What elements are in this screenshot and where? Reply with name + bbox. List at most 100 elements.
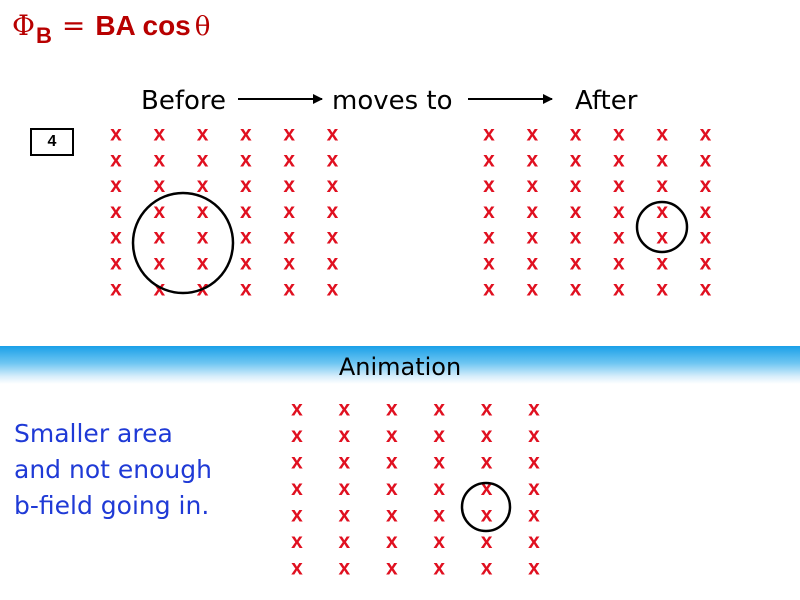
caption-text: Smaller area and not enough b-field goin… xyxy=(14,416,264,524)
field-x-mark: x xyxy=(700,174,712,197)
field-x-mark: x xyxy=(700,148,712,171)
field-x-mark: x xyxy=(327,174,339,197)
field-x-mark: x xyxy=(386,451,398,474)
field-x-mark: x xyxy=(386,398,398,421)
field-x-mark: x xyxy=(613,148,625,171)
field-x-mark: x xyxy=(613,123,625,146)
field-x-mark: x xyxy=(386,504,398,527)
field-x-mark: x xyxy=(433,530,445,553)
field-x-mark: x xyxy=(700,277,712,300)
field-x-mark: x xyxy=(283,226,295,249)
field-x-mark: x xyxy=(433,398,445,421)
field-x-mark: x xyxy=(110,252,122,275)
field-x-mark: x xyxy=(339,451,351,474)
field-x-mark: x xyxy=(613,252,625,275)
field-x-mark: x xyxy=(570,123,582,146)
field-x-mark: x xyxy=(528,451,540,474)
field-x-mark: x xyxy=(153,174,165,197)
field-x-mark: x xyxy=(327,123,339,146)
small-loop-animation xyxy=(460,481,512,533)
field-x-mark: x xyxy=(526,200,538,223)
field-x-mark: x xyxy=(283,148,295,171)
field-x-mark: x xyxy=(526,174,538,197)
field-x-mark: x xyxy=(240,277,252,300)
field-x-mark: x xyxy=(526,277,538,300)
field-x-mark: x xyxy=(291,477,303,500)
field-x-mark: x xyxy=(481,477,493,500)
field-x-mark: x xyxy=(483,174,495,197)
field-x-mark: x xyxy=(526,226,538,249)
field-x-mark: x xyxy=(283,123,295,146)
field-x-mark: x xyxy=(386,477,398,500)
field-x-mark: x xyxy=(433,477,445,500)
field-x-mark: x xyxy=(153,200,165,223)
field-x-mark: x xyxy=(386,530,398,553)
field-x-mark: x xyxy=(291,451,303,474)
field-x-mark: x xyxy=(386,557,398,580)
field-x-mark: x xyxy=(110,123,122,146)
field-x-mark: x xyxy=(339,557,351,580)
field-x-mark: x xyxy=(700,226,712,249)
field-x-mark: x xyxy=(327,277,339,300)
field-x-mark: x xyxy=(570,226,582,249)
field-x-mark: x xyxy=(528,530,540,553)
field-x-mark: x xyxy=(700,252,712,275)
field-x-mark: x xyxy=(481,557,493,580)
field-x-mark: x xyxy=(526,148,538,171)
field-x-mark: x xyxy=(483,226,495,249)
field-x-mark: x xyxy=(656,277,668,300)
field-x-mark: x xyxy=(481,451,493,474)
field-x-mark: x xyxy=(483,123,495,146)
field-x-mark: x xyxy=(339,398,351,421)
section-header-bar xyxy=(0,346,800,384)
field-x-mark: x xyxy=(240,174,252,197)
theta-symbol: θ xyxy=(194,12,211,42)
field-x-mark: x xyxy=(339,477,351,500)
equals-sign: = xyxy=(61,9,86,42)
field-x-mark: x xyxy=(327,148,339,171)
field-x-mark: x xyxy=(570,252,582,275)
field-x-mark: x xyxy=(291,530,303,553)
field-x-mark: x xyxy=(197,200,209,223)
field-x-mark: x xyxy=(613,226,625,249)
field-x-mark: x xyxy=(291,398,303,421)
field-x-mark: x xyxy=(110,174,122,197)
field-x-mark: x xyxy=(197,252,209,275)
field-x-mark: x xyxy=(110,148,122,171)
field-x-mark: x xyxy=(240,226,252,249)
field-x-mark: x xyxy=(339,424,351,447)
slide-number-badge: 4 xyxy=(30,128,74,156)
large-loop xyxy=(131,191,235,295)
field-x-mark: x xyxy=(283,200,295,223)
field-x-mark: x xyxy=(197,226,209,249)
field-x-mark: x xyxy=(433,557,445,580)
field-x-mark: x xyxy=(327,200,339,223)
before-label: Before xyxy=(141,86,227,116)
field-x-mark: x xyxy=(528,424,540,447)
field-x-mark: x xyxy=(197,123,209,146)
caption-line-3: b-field going in. xyxy=(14,491,210,520)
field-x-mark: x xyxy=(240,123,252,146)
field-x-mark: x xyxy=(339,504,351,527)
field-x-mark: x xyxy=(339,530,351,553)
field-x-mark: x xyxy=(153,123,165,146)
field-x-mark: x xyxy=(386,424,398,447)
field-x-mark: x xyxy=(656,174,668,197)
field-x-mark: x xyxy=(153,277,165,300)
field-x-mark: x xyxy=(110,226,122,249)
phi-subscript: B xyxy=(35,23,52,48)
moves-to-label: moves to xyxy=(332,86,453,116)
field-x-mark: x xyxy=(570,148,582,171)
field-x-mark: x xyxy=(433,424,445,447)
field-x-mark: x xyxy=(283,174,295,197)
field-x-mark: x xyxy=(153,252,165,275)
field-x-mark: x xyxy=(700,200,712,223)
field-x-mark: x xyxy=(291,557,303,580)
small-loop-after xyxy=(635,200,689,254)
after-label: After xyxy=(575,86,638,116)
formula-expression: BA cos xyxy=(95,10,191,41)
field-x-mark: x xyxy=(433,451,445,474)
